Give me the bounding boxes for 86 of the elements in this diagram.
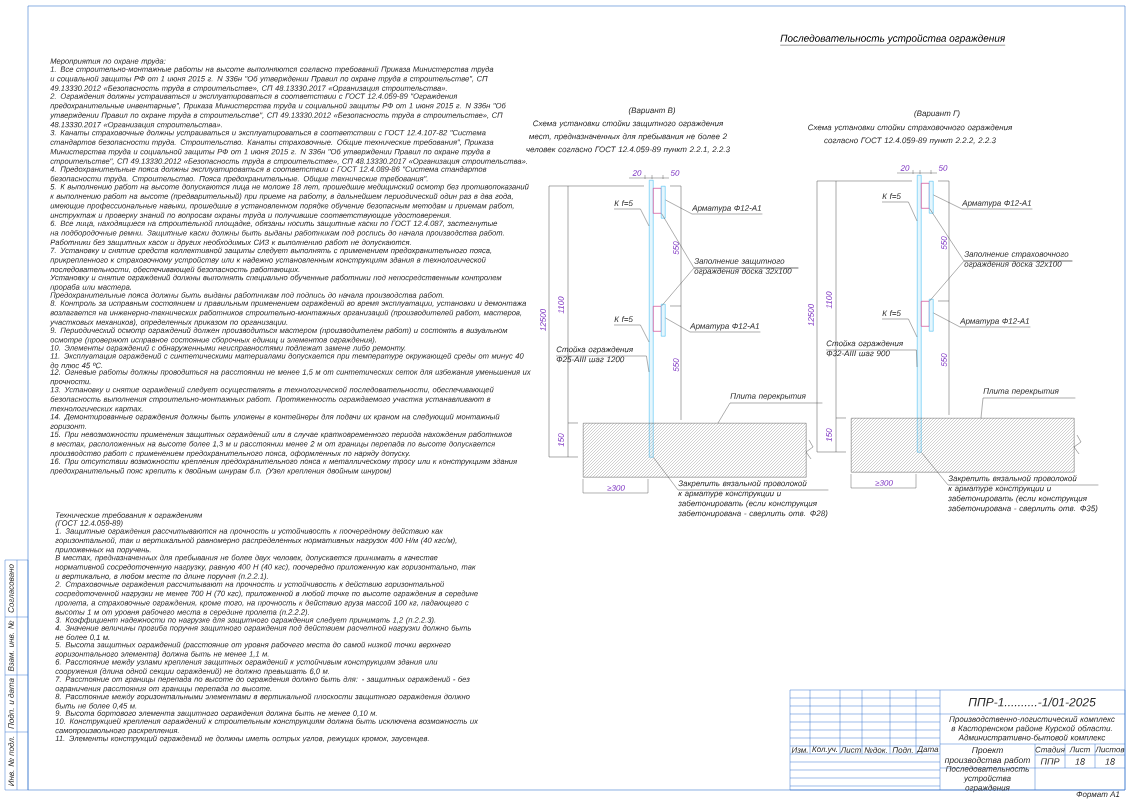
drawing-title: Последовательность устройства ограждения: [780, 34, 1006, 46]
leader-line: [665, 317, 761, 333]
leader-line: [653, 457, 829, 491]
dimension-text: ≥300: [607, 485, 625, 491]
dimension-text: 20: [632, 170, 642, 176]
leader-line: [613, 208, 650, 227]
leader-label: Закрепить вязальной проволокой к арматуре конструкции и забетонировать (если конструкция забетонирована - сверлить отв. Ф35): [948, 475, 1098, 513]
title-block-text: Кол.уч.: [812, 746, 838, 754]
leader-label: Арматура Ф12-А1: [691, 205, 761, 213]
dimension-text: 550: [941, 236, 947, 250]
scheme-title: Схема установки стойки страховочного ограждения согласно ГОСТ 12.4.059-89 пункт 2.2.2, 2.2.3: [808, 124, 1013, 145]
leader-label: К f=5: [882, 310, 901, 317]
title-block-text: Изм.: [791, 747, 808, 753]
rebar-bracket: [661, 304, 666, 337]
dimension-text: 550: [673, 358, 679, 372]
leader-line: [933, 194, 1033, 210]
fence-post: [649, 180, 654, 458]
leader-line: [933, 312, 1031, 328]
dimension-text: 150: [558, 433, 564, 447]
floor-slab: [851, 418, 1075, 473]
leader-label: Заполнение страховочного ограждения доска 32х100: [964, 251, 1069, 269]
board-section: [653, 306, 662, 332]
leader-label: Заполнение защитного ограждения доска 32х100: [694, 258, 792, 276]
fence-post: [917, 175, 922, 453]
dimension-text: 12500: [808, 303, 814, 326]
board-section: [653, 188, 662, 214]
leader-label: Стойка ограждения Ф25-АIII шаг 1200: [556, 346, 633, 363]
leader-label: Плита перекрытия: [730, 393, 806, 401]
leader-line: [980, 397, 1076, 419]
leader-line: [881, 318, 918, 338]
leader-label: К f=5: [882, 193, 901, 200]
sheet-format-text: Формат А1: [1076, 791, 1120, 799]
leader-line: [665, 199, 763, 215]
dimension-text: 550: [941, 353, 947, 367]
leader-label: Закрепить вязальной проволокой к арматуре конструкции и забетонировать (если конструкция забетонирована - сверлить отв. Ф28): [678, 480, 828, 518]
title-block-text: Листов: [1095, 746, 1125, 753]
leader-line: [881, 201, 918, 222]
board-section: [921, 301, 930, 327]
leader-label: Плита перекрытия: [983, 388, 1059, 396]
title-block-text: ППР: [1040, 758, 1060, 765]
title-block-text: Стадия: [1035, 746, 1065, 753]
leader-label: Арматура Ф12-А1: [689, 323, 759, 331]
leader-line: [661, 267, 799, 307]
scheme-title: (Вариант В): [628, 107, 676, 115]
dimension-text: 50: [938, 165, 948, 171]
floor-slab: [583, 423, 807, 478]
title-block-text: Дата: [916, 746, 939, 754]
stamp-text: Согласовано: [8, 564, 14, 613]
title-block-text: Лист: [840, 747, 861, 753]
rebar-bracket: [661, 186, 666, 219]
leader-label: Арматура Ф12-А1: [959, 318, 1029, 326]
stamp-text: Инв. № подл.: [8, 736, 14, 786]
title-block-text: ППР-1..........-1/01-2025: [968, 697, 1096, 707]
stamp-text: Взам. инв. №: [8, 620, 14, 672]
leader-label: Стойка ограждения Ф32-АIII шаг 900: [826, 340, 903, 357]
dimension-text: 550: [673, 241, 679, 255]
leader-label: К f=5: [614, 200, 633, 207]
leader-label: К f=5: [614, 316, 633, 323]
title-block-text: №док.: [864, 747, 887, 753]
leader-line: [929, 260, 1073, 302]
scheme-title: Схема установки стойки защитного ограждения мест, предназначенных для пребывания не более 2 человек согласно ГОСТ 12.4.059-89 пункт 2.2.1, 2.2.3: [526, 120, 730, 154]
leader-line: [555, 355, 650, 373]
scheme-title: (Вариант Г): [914, 110, 960, 118]
title-block-text: Производственно-логистический комплекс в Касторенском районе Курской области. Административно-бытовой комплекс: [949, 716, 1115, 742]
title-block-text: Последовательность устройства ограждения: [945, 765, 1029, 793]
rebar-bracket: [929, 299, 934, 332]
dimension-text: 150: [826, 428, 832, 442]
leader-line: [613, 324, 650, 343]
leader-line: [921, 452, 1099, 486]
title-block-text: 18: [1105, 758, 1115, 765]
dimension-text: ≥300: [875, 480, 893, 486]
board-section: [921, 183, 930, 209]
dimension-text: 1100: [558, 296, 564, 314]
dimension-text: 20: [900, 165, 910, 171]
dimension-text: 50: [670, 170, 680, 176]
dimension-text: 1100: [826, 291, 832, 309]
title-block-text: Проект производства работ: [944, 747, 1030, 765]
title-block-text: Подп.: [892, 747, 913, 753]
dimension-text: 12500: [540, 308, 546, 331]
leader-line: [825, 349, 918, 368]
stamp-text: Подп. и дата: [8, 678, 14, 729]
title-block-text: 18: [1075, 758, 1085, 765]
rebar-bracket: [929, 181, 934, 214]
leader-line: [717, 402, 823, 424]
title-block-text: Лист: [1069, 746, 1090, 753]
leader-label: Арматура Ф12-А1: [961, 200, 1031, 208]
